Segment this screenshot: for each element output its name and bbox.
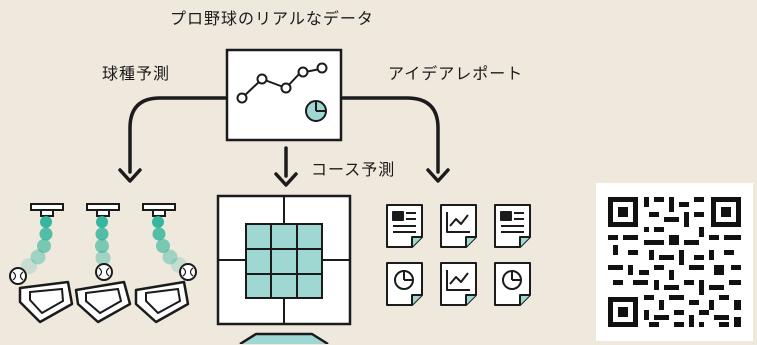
line-chart-pie-icon	[225, 48, 343, 142]
chart-point	[297, 66, 309, 78]
pitcher-unit-1	[9, 203, 74, 324]
arrowheads	[118, 168, 450, 187]
pitcher-unit-3	[134, 203, 197, 324]
title-label: プロ野球のリアルなデータ	[170, 9, 374, 28]
doc-text-2	[494, 204, 531, 248]
doc-pie-2	[494, 262, 531, 306]
connector-lines	[128, 96, 440, 178]
chart-point	[316, 62, 328, 74]
report-documents-icon	[386, 204, 531, 306]
doc-chart-1	[440, 204, 477, 248]
idea-report-label: アイデアレポート	[388, 64, 524, 83]
chart-point	[256, 73, 268, 85]
home-plate	[239, 332, 329, 344]
doc-pie-1	[386, 262, 423, 306]
doc-chart-2	[440, 262, 477, 306]
pitcher-unit-2	[74, 203, 132, 324]
zone-inner	[245, 223, 323, 299]
pitcher-ball-trajectory-icon	[9, 203, 197, 324]
strike-zone-grid-icon	[216, 194, 352, 344]
pitch-prediction-label: 球種予測	[102, 64, 171, 83]
arrow-left	[118, 168, 142, 183]
chart-point	[280, 82, 292, 94]
qr-code-icon[interactable]	[596, 183, 753, 341]
qr-code-pattern	[608, 197, 741, 327]
doc-text-1	[386, 204, 423, 248]
chart-point	[236, 92, 248, 104]
connector-right	[339, 96, 440, 174]
course-prediction-label: コース予測	[311, 160, 396, 179]
arrow-right	[426, 168, 450, 183]
arrow-middle	[274, 172, 298, 187]
connector-left	[128, 96, 229, 174]
pie-slice	[315, 101, 326, 112]
